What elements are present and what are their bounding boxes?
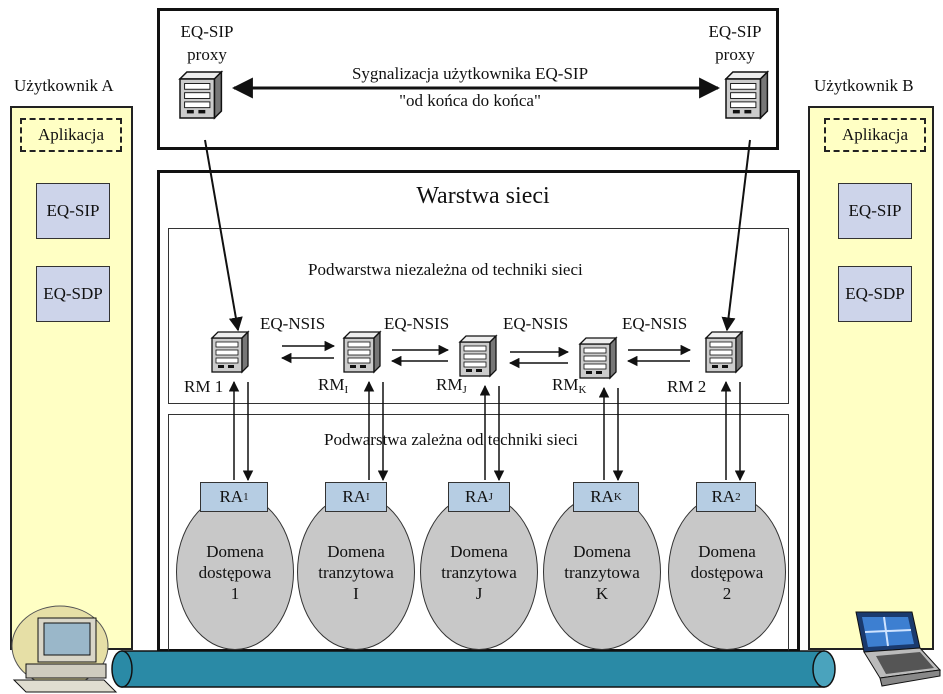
user-b-eq-sdp: EQ-SDP [838, 266, 912, 322]
desktop-computer-icon [11, 605, 118, 693]
user-b-title: Użytkownik B [814, 76, 914, 95]
transport-pipe [111, 650, 836, 688]
user-a-title: Użytkownik A [14, 76, 114, 95]
rm-label: RMK [552, 375, 587, 396]
network-layer-title: Warstwa sieci [416, 183, 550, 209]
server-icon [705, 331, 743, 373]
lower-sublayer-label: Podwarstwa zależna od techniki sieci [322, 430, 580, 450]
nsis-label: EQ-NSIS [503, 314, 569, 333]
rm-label: RMI [318, 375, 349, 396]
nsis-label: EQ-NSIS [260, 314, 326, 333]
user-a-eq-sdp: EQ-SDP [36, 266, 110, 322]
user-a-eq-sip: EQ-SIP [36, 183, 110, 239]
upper-sublayer-label: Podwarstwa niezależna od techniki sieci [308, 260, 583, 279]
nsis-label: EQ-NSIS [384, 314, 450, 333]
upper-sublayer-frame [168, 228, 789, 404]
rm-label: RMJ [436, 375, 467, 396]
server-icon [343, 331, 381, 373]
nsis-label: EQ-NSIS [622, 314, 688, 333]
signaling-frame [157, 8, 779, 150]
server-icon [579, 337, 617, 379]
server-icon [725, 71, 769, 119]
user-a-application: Aplikacja [20, 118, 122, 152]
laptop-icon [855, 611, 942, 687]
server-icon [179, 71, 223, 119]
user-b-application: Aplikacja [824, 118, 926, 152]
rm-label: RM 2 [667, 377, 707, 396]
user-b-eq-sip: EQ-SIP [838, 183, 912, 239]
server-icon [211, 331, 249, 373]
rm-label: RM 1 [184, 377, 224, 396]
user-a-panel [10, 106, 133, 650]
server-icon [459, 335, 497, 377]
